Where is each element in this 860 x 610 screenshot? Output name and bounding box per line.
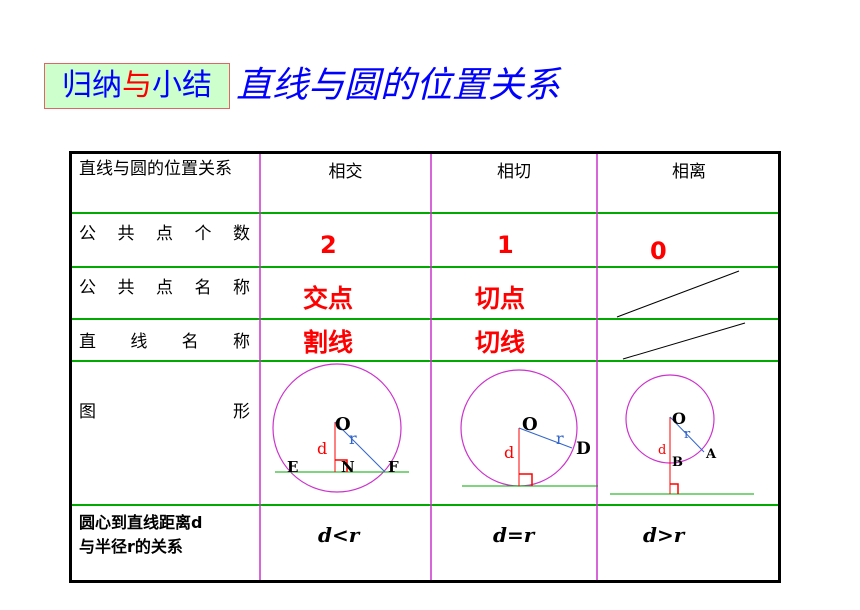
header-cell-tangent: 相切 xyxy=(497,162,531,182)
row-label-point-name: 公 共 点 名 称 xyxy=(69,273,260,303)
row-label-char: 公 xyxy=(79,278,96,298)
count-intersect: 2 xyxy=(320,231,337,259)
header-cell-intersect: 相交 xyxy=(328,162,363,182)
row-label-char: 名 xyxy=(194,278,212,298)
distance-label: d xyxy=(504,443,514,462)
row-label-char: 点 xyxy=(156,278,173,298)
label-highlight: 与 xyxy=(122,68,152,103)
point-label-b: B xyxy=(672,455,683,470)
circle-shape xyxy=(272,363,402,493)
no-point-slash xyxy=(616,270,740,318)
radius-line xyxy=(669,416,705,453)
row-label-point-count: 公 共 点 个 数 xyxy=(69,219,260,249)
point-label-d: D xyxy=(576,439,591,459)
center-label: O xyxy=(522,414,538,435)
summary-label-box: 归纳与小结 xyxy=(44,63,230,109)
row-label-char: 线 xyxy=(130,332,148,352)
label-suffix: 小结 xyxy=(152,68,212,103)
row-label-char: 共 xyxy=(117,278,135,298)
line-name-intersect: 割线 xyxy=(303,328,354,357)
point-label-n: N xyxy=(341,458,355,476)
row-label-line: 与半径r的关系 xyxy=(79,537,183,556)
radius-line xyxy=(518,427,573,449)
row-label-char: 称 xyxy=(232,332,250,352)
row-label-char: 数 xyxy=(233,224,250,244)
row-label-line: 圆心到直线距离d xyxy=(79,513,203,532)
row-label-distance-relation: 圆心到直线距离d 与半径r的关系 xyxy=(69,511,260,571)
table-border xyxy=(69,151,781,583)
line-name-tangent: 切线 xyxy=(475,328,526,357)
row-label-char: 名 xyxy=(181,332,199,352)
radius-line xyxy=(334,421,386,473)
radius-label: r xyxy=(684,427,691,442)
row-label-char: 点 xyxy=(156,224,173,244)
row-label-char: 共 xyxy=(117,224,135,244)
point-label-e: E xyxy=(287,458,298,476)
figure-separate: O r d A B xyxy=(610,374,754,495)
relation-separate: d>r xyxy=(643,523,685,547)
point-name-tangent: 切点 xyxy=(475,284,526,313)
point-name-intersect: 交点 xyxy=(303,284,354,313)
count-tangent: 1 xyxy=(497,231,514,259)
row-label-char: 直 xyxy=(79,332,96,352)
figure-intersect: O r d E N F xyxy=(272,363,409,493)
comparison-table: 直线与圆的位置关系 相交 相切 相离 公 共 点 个 数 2 1 0 公 共 点… xyxy=(69,151,781,583)
radius-label: r xyxy=(556,429,564,448)
row-label-line-name: 直 线 名 称 xyxy=(69,327,260,357)
header-cell-relation: 直线与圆的位置关系 xyxy=(79,159,232,179)
row-label-char: 称 xyxy=(233,278,250,298)
table-lines xyxy=(69,151,781,583)
distance-label: d xyxy=(317,439,327,458)
count-separate: 0 xyxy=(650,237,667,265)
relation-intersect: d<r xyxy=(318,523,360,547)
row-label-char: 形 xyxy=(233,402,250,422)
slash-line xyxy=(616,270,740,318)
right-angle-mark xyxy=(670,483,679,494)
row-label-char: 个 xyxy=(194,224,212,244)
row-label-char: 图 xyxy=(79,402,96,422)
center-label: O xyxy=(672,409,686,428)
figure-tangent: O r d D xyxy=(460,369,598,487)
radius-label: r xyxy=(349,429,357,448)
row-label-figure: 图 形 xyxy=(69,397,260,427)
relation-tangent: d=r xyxy=(493,523,535,547)
point-label-a: A xyxy=(705,447,717,462)
page-title: 直线与圆的位置关系 xyxy=(236,65,561,106)
distance-label: d xyxy=(658,443,666,458)
slash-line xyxy=(622,322,746,360)
right-angle-mark xyxy=(335,459,348,472)
label-prefix: 归纳 xyxy=(62,68,122,103)
row-label-char: 公 xyxy=(79,224,96,244)
no-line-slash xyxy=(622,322,746,360)
header-cell-separate: 相离 xyxy=(672,162,706,182)
point-label-f: F xyxy=(388,458,399,476)
right-angle-mark xyxy=(519,473,533,486)
center-label: O xyxy=(335,414,351,435)
